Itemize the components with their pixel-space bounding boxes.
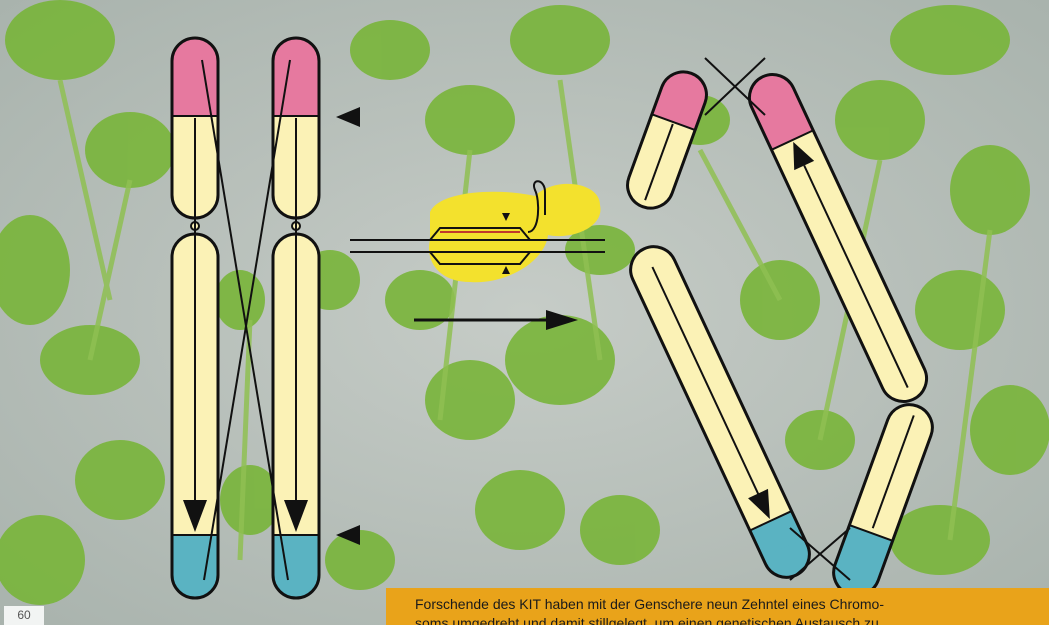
caption-line-2: soms umgedreht und damit stillgelegt, um… — [415, 614, 1049, 625]
figure-caption: Forschende des KIT haben mit der Gensche… — [386, 588, 1049, 625]
page-number: 60 — [4, 606, 44, 625]
caption-line-1: Forschende des KIT haben mit der Gensche… — [415, 595, 1049, 614]
